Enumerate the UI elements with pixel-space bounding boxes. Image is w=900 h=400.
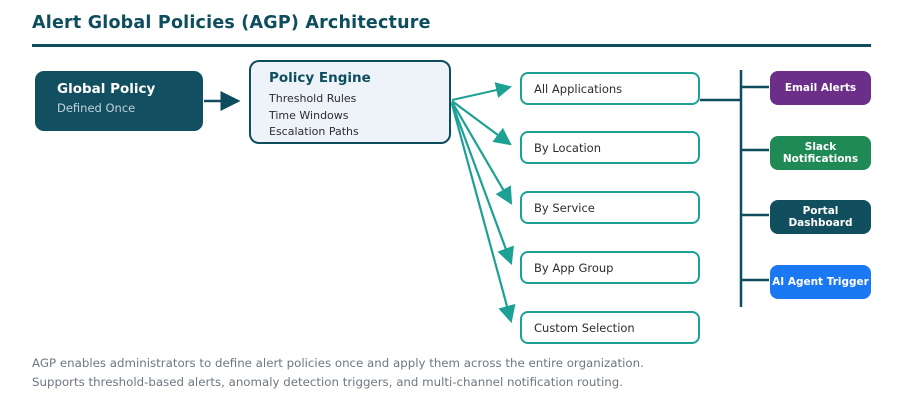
channel-label: Portal Dashboard (788, 205, 853, 229)
channel-label: AI Agent Trigger (772, 276, 869, 288)
channel-label: Slack Notifications (782, 141, 859, 165)
footer-note-line2: Supports threshold-based alerts, anomaly… (32, 375, 623, 389)
node-scope-custom-selection: Custom Selection (520, 311, 700, 344)
title-divider (32, 44, 871, 47)
connector-engine-to-custom-selection (450, 103, 516, 324)
global-policy-subtitle: Defined Once (57, 101, 136, 115)
node-scope-by-location: By Location (520, 131, 700, 164)
node-policy-engine: Policy Engine Threshold Rules Time Windo… (249, 60, 451, 144)
connector-engine-to-by-service (451, 101, 513, 205)
node-channel-portal-dashboard: Portal Dashboard (770, 200, 871, 234)
policy-engine-title: Policy Engine (269, 70, 371, 86)
node-scope-by-service: By Service (520, 191, 700, 224)
channel-label: Email Alerts (784, 82, 857, 94)
node-channel-ai-agent-trigger: AI Agent Trigger (770, 265, 871, 299)
node-scope-by-app-group: By App Group (520, 251, 700, 284)
node-global-policy: Global Policy Defined Once (35, 71, 203, 131)
scope-label: All Applications (534, 81, 623, 96)
node-channel-email-alerts: Email Alerts (770, 71, 871, 105)
page-title: Alert Global Policies (AGP) Architecture (32, 13, 431, 33)
policy-engine-item-time-windows: Time Windows (269, 108, 349, 122)
scope-label: Custom Selection (534, 320, 635, 335)
global-policy-title: Global Policy (57, 81, 156, 97)
scope-label: By Service (534, 200, 595, 215)
node-scope-all-applications: All Applications (520, 72, 700, 105)
node-channel-slack-notifications: Slack Notifications (770, 136, 871, 170)
connector-engine-to-all-applications (451, 82, 512, 101)
scope-label: By App Group (534, 260, 614, 275)
policy-engine-item-escalation-paths: Escalation Paths (269, 125, 359, 138)
scope-label: By Location (534, 140, 601, 155)
connector-engine-to-by-app-group (450, 102, 514, 266)
footer-note-line1: AGP enables administrators to define ale… (32, 356, 644, 370)
policy-engine-item-threshold-rules: Threshold Rules (269, 92, 357, 105)
connector-engine-to-by-location (451, 100, 512, 146)
